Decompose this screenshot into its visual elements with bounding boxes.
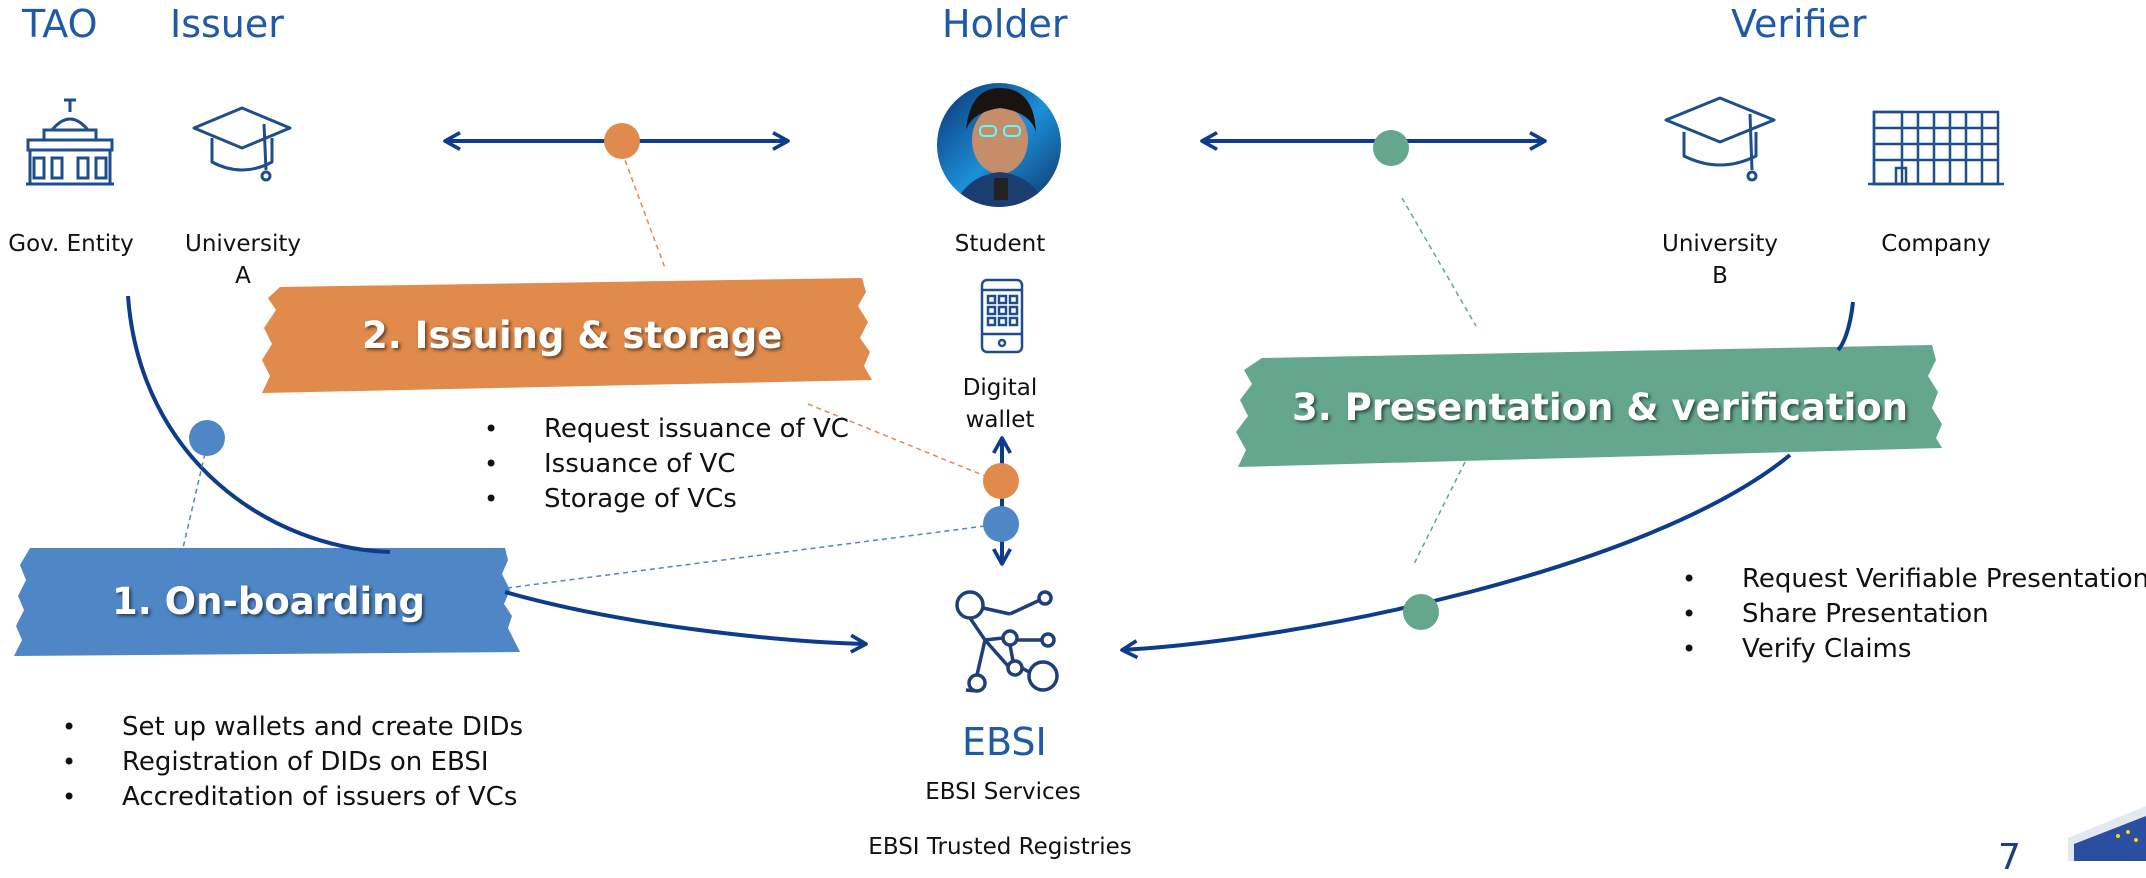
tape-issuing: [262, 278, 872, 393]
smartphone-icon: [980, 278, 1024, 354]
dashed-link-blue-mid: [506, 525, 986, 589]
label-student: Student: [954, 231, 1046, 257]
dot-green-verification: [1403, 594, 1439, 630]
label-university-a-line1: University: [184, 231, 302, 257]
onboarding-bullet-list: Set up wallets and create DIDs Registrat…: [62, 710, 523, 815]
list-item: Request issuance of VC: [484, 412, 849, 447]
page-number: 7: [1998, 837, 2021, 878]
onboarding-curve: [126, 295, 391, 554]
role-title-issuer: Issuer: [170, 2, 284, 46]
step-title-issuing: 2. Issuing & storage: [362, 314, 783, 357]
list-item: Share Presentation: [1682, 597, 2146, 632]
onboarding-curve-arrow: [504, 590, 868, 654]
dashed-link-green-bottom: [1412, 461, 1466, 567]
label-digital-wallet-line1: Digital: [962, 375, 1038, 401]
role-title-verifier: Verifier: [1731, 2, 1867, 46]
label-university-a-line2: A: [235, 263, 251, 289]
list-item: Registration of DIDs on EBSI: [62, 745, 523, 780]
ebsi-services-label: EBSI Services: [925, 779, 1081, 805]
label-digital-wallet: Digital wallet: [930, 372, 1070, 436]
presentation-bullet-list: Request Verifiable Presentation Share Pr…: [1682, 562, 2146, 667]
label-university-b-line1: University: [1661, 231, 1779, 257]
dot-orange-wallet: [983, 463, 1019, 499]
list-item: Request Verifiable Presentation: [1682, 562, 2146, 597]
role-title-tao: TAO: [22, 2, 98, 46]
list-item: Set up wallets and create DIDs: [62, 710, 523, 745]
dot-blue-wallet: [983, 506, 1019, 542]
label-university-b: University B: [1650, 228, 1790, 292]
label-digital-wallet-line2: wallet: [965, 407, 1035, 433]
step-title-presentation: 3. Presentation & verification: [1292, 386, 1909, 429]
verification-curve: [1836, 301, 1855, 352]
label-university-b-line2: B: [1712, 263, 1728, 289]
ebsi-title: EBSI: [962, 720, 1047, 764]
network-nodes-icon: [955, 590, 1059, 693]
list-item: Issuance of VC: [484, 447, 849, 482]
government-building-icon: [26, 98, 114, 186]
label-gov-entity: Gov. Entity: [8, 231, 134, 257]
label-university-a: University A: [172, 228, 314, 292]
dot-blue-onboarding: [189, 420, 225, 456]
eu-flag-logo: [2068, 806, 2146, 861]
list-item: Verify Claims: [1682, 632, 2146, 667]
dashed-link-orange-top: [621, 151, 666, 269]
tape-presentation: [1236, 345, 1942, 467]
student-photo: [937, 83, 1061, 207]
tape-onboarding: [14, 548, 520, 656]
label-company: Company: [1881, 231, 1991, 257]
graduation-cap-icon: [1664, 96, 1776, 182]
role-title-holder: Holder: [942, 2, 1068, 46]
dot-green-holder-verifier: [1373, 130, 1409, 166]
dot-orange-issuer-holder: [604, 123, 640, 159]
issuing-bullet-list: Request issuance of VC Issuance of VC St…: [484, 412, 849, 517]
step-title-onboarding: 1. On-boarding: [112, 580, 425, 623]
ebsi-registries-label: EBSI Trusted Registries: [868, 834, 1132, 860]
list-item: Storage of VCs: [484, 482, 849, 517]
graduation-cap-icon: [192, 106, 292, 182]
verification-curve-arrow: [1120, 453, 1792, 660]
dashed-link-green-top: [1401, 197, 1477, 327]
list-item: Accreditation of issuers of VCs: [62, 780, 523, 815]
office-building-icon: [1868, 110, 2004, 186]
